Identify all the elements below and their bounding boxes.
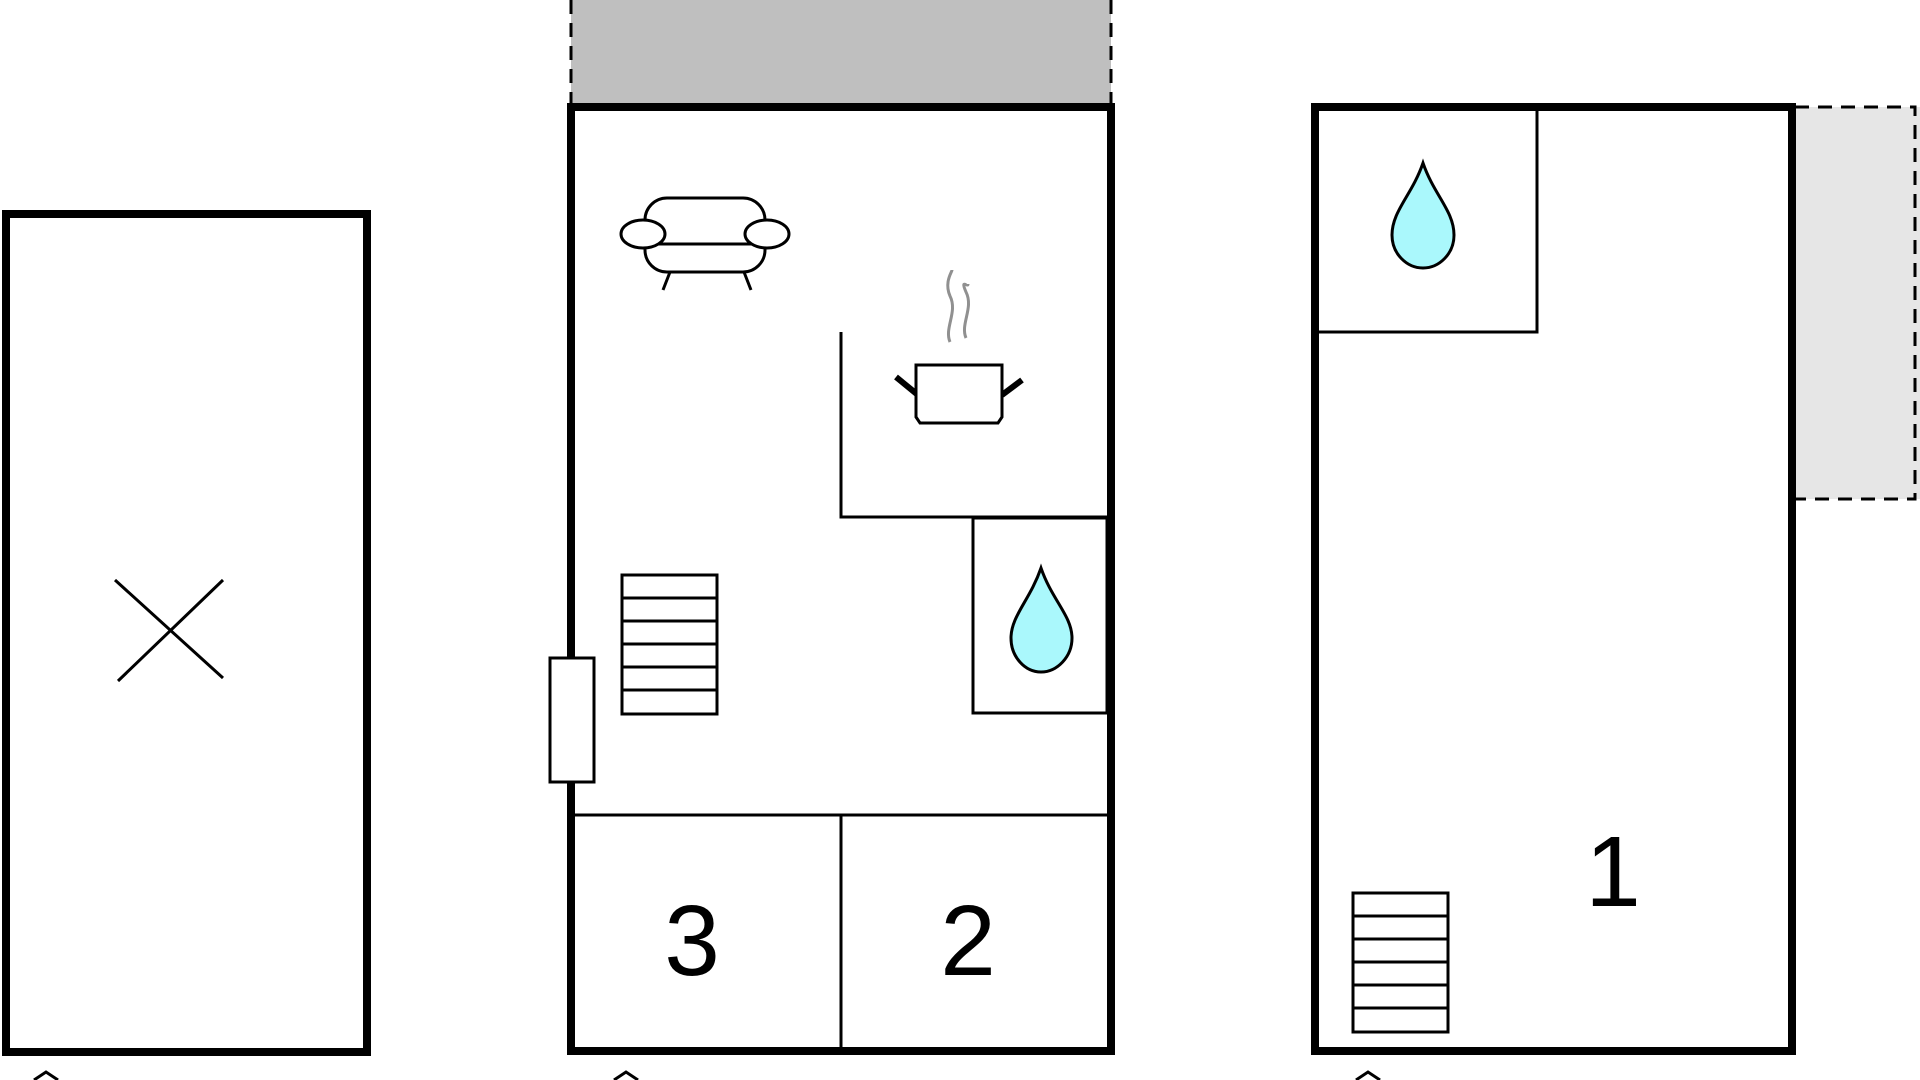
room-label-2: 2 bbox=[940, 885, 996, 997]
right-bathroom-wall bbox=[1319, 110, 1539, 334]
crossed-area-icon bbox=[113, 578, 225, 683]
water-drop-icon bbox=[1390, 158, 1456, 270]
water-drop-icon bbox=[1009, 563, 1074, 674]
stairs-icon bbox=[1351, 891, 1450, 1034]
room-label-1: 1 bbox=[1585, 816, 1641, 928]
middle-building: 3 2 bbox=[548, 0, 1115, 1055]
stairs-icon bbox=[620, 573, 719, 716]
side-terrace bbox=[1795, 107, 1920, 499]
top-terrace bbox=[571, 0, 1111, 105]
right-building: 1 bbox=[1311, 103, 1920, 1055]
entrance-markers bbox=[33, 1070, 1381, 1080]
sofa-icon bbox=[619, 196, 791, 291]
door-icon bbox=[548, 656, 596, 784]
left-building-outline bbox=[2, 210, 371, 1056]
left-building bbox=[2, 210, 371, 1056]
cooking-pot-icon bbox=[894, 269, 1024, 425]
room-label-3: 3 bbox=[664, 885, 720, 997]
